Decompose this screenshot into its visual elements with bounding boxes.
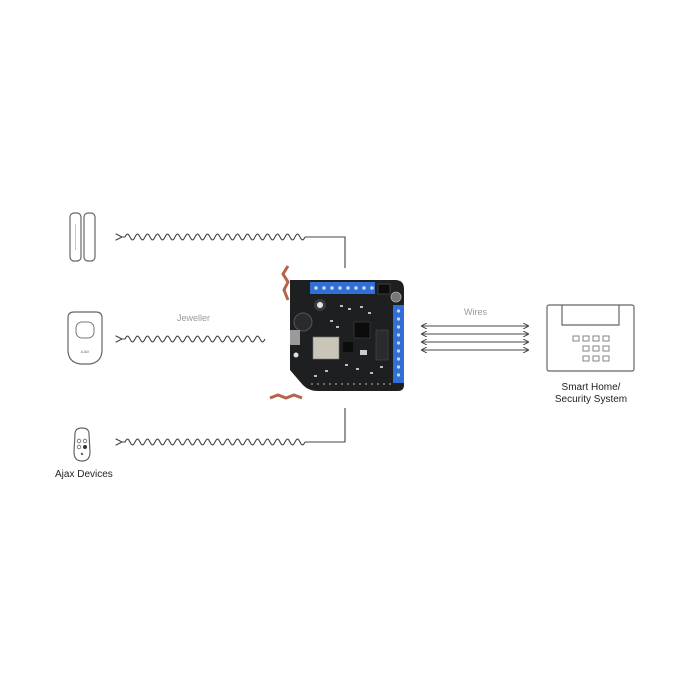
security-system-label-line2: Security System [554,394,628,405]
motion-detector-logo [79,349,91,353]
security-system-label-line1: Smart Home/ [561,382,621,393]
radio-link-motion-detector [121,335,266,343]
wires-label: Wires [464,307,487,317]
ajax-devices-label: Ajax Devices [55,469,113,480]
door-sensor-icon [69,212,96,262]
motion-detector-icon [67,311,103,365]
ocbridge-module-board [269,265,404,400]
antenna-bottom [269,393,303,400]
radio-module [312,336,340,360]
radio-link-door-sensor [121,233,346,268]
wire-bundle [422,326,528,350]
radio-link-keyfob [121,408,346,446]
key-fob-icon [73,427,91,462]
motion-detector-logo-text: AJAX [81,350,90,354]
security-panel-icon [546,304,635,372]
terminal-block-top [310,282,375,294]
antenna-top [281,265,290,301]
jeweller-label: Jeweller [177,313,211,323]
